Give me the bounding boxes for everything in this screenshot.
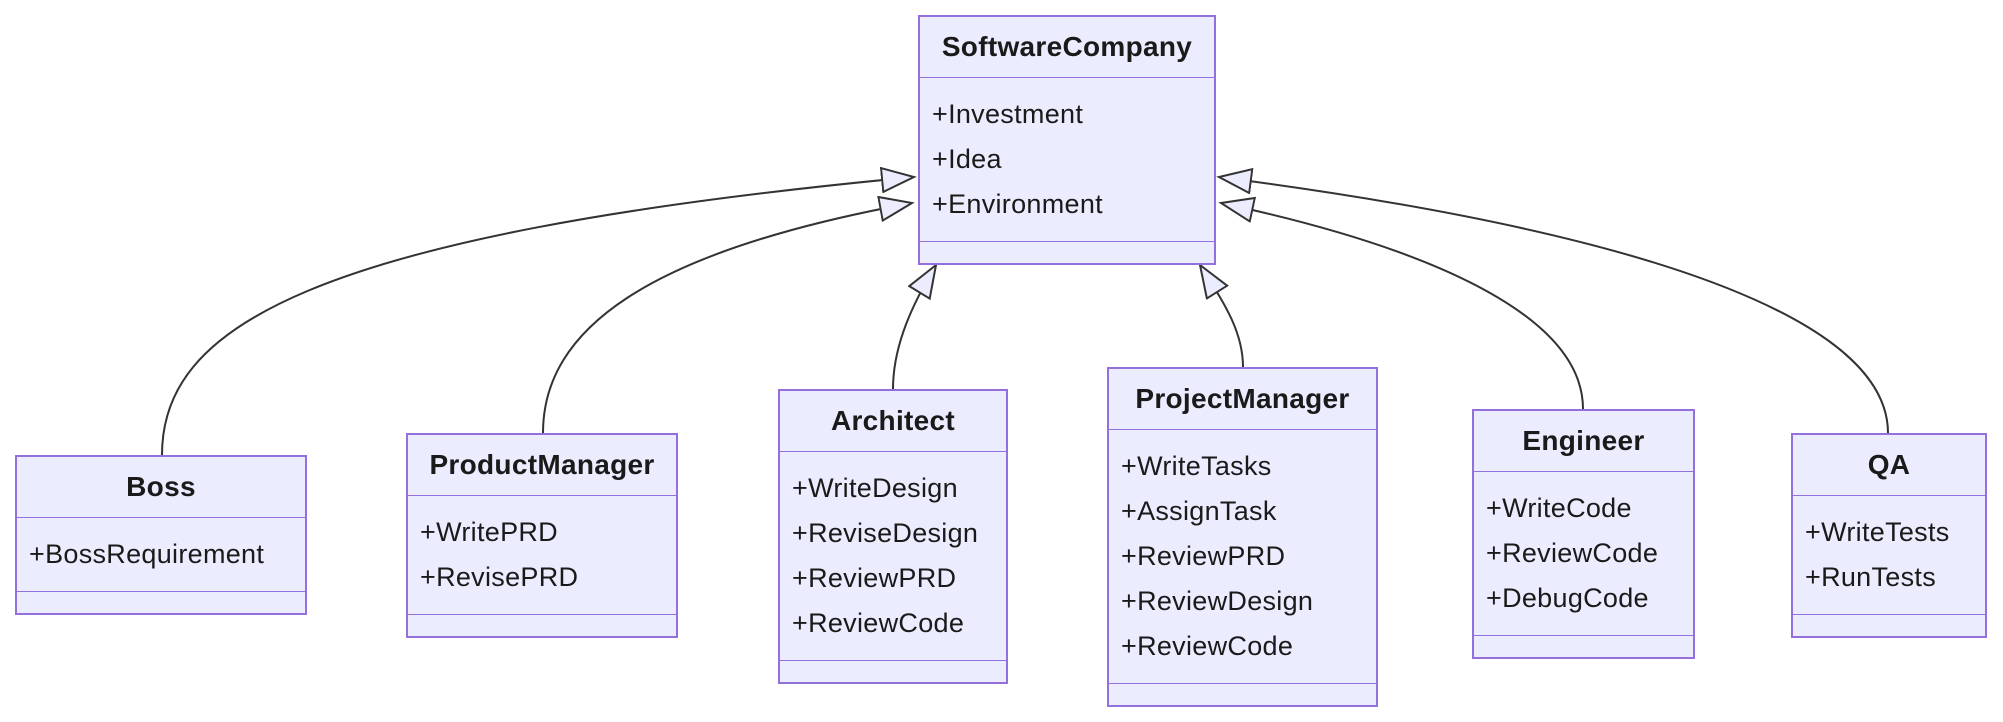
- class-attribute: +RevisePRD: [420, 562, 579, 592]
- class-attribute: +ReviewCode: [1486, 538, 1659, 568]
- class-attributes: +Investment +Idea +Environment: [920, 78, 1214, 242]
- class-attributes: +BossRequirement: [17, 518, 305, 592]
- class-box-boss: Boss +BossRequirement: [15, 455, 307, 615]
- class-methods-empty: [1109, 684, 1376, 705]
- class-attribute: +WriteTasks: [1121, 451, 1272, 481]
- class-attributes: +WriteCode +ReviewCode +DebugCode: [1474, 472, 1693, 636]
- class-attribute: +WriteCode: [1486, 493, 1632, 523]
- class-attribute: +RunTests: [1805, 562, 1937, 592]
- class-attribute: +DebugCode: [1486, 583, 1649, 613]
- class-box-qa: QA +WriteTests +RunTests: [1791, 433, 1987, 638]
- class-title: ProductManager: [408, 435, 676, 496]
- class-title: Engineer: [1474, 411, 1693, 472]
- class-attribute: +Idea: [932, 144, 1002, 174]
- edge-productmanager-to-softwarecompany: [542, 203, 912, 434]
- class-attribute: +ReviewDesign: [1121, 586, 1314, 616]
- edge-architect-to-softwarecompany: [892, 265, 936, 390]
- class-attribute: +ReviewCode: [1121, 631, 1294, 661]
- class-title: Boss: [17, 457, 305, 518]
- class-methods-empty: [1474, 636, 1693, 657]
- class-attribute: +WriteTests: [1805, 517, 1950, 547]
- class-title: ProjectManager: [1109, 369, 1376, 430]
- class-attribute: +ReviewPRD: [1121, 541, 1286, 571]
- class-attribute: +AssignTask: [1121, 496, 1277, 526]
- class-attributes: +WritePRD +RevisePRD: [408, 496, 676, 615]
- class-attribute: +BossRequirement: [29, 539, 265, 569]
- edge-projectmanager-to-softwarecompany: [1200, 265, 1244, 368]
- class-box-product-manager: ProductManager +WritePRD +RevisePRD: [406, 433, 678, 638]
- class-attributes: +WriteDesign +ReviseDesign +ReviewPRD +R…: [780, 452, 1006, 661]
- edge-boss-to-softwarecompany: [161, 177, 914, 456]
- class-methods-empty: [1793, 615, 1985, 636]
- class-attributes: +WriteTests +RunTests: [1793, 496, 1985, 615]
- class-title: QA: [1793, 435, 1985, 496]
- class-attribute: +ReviseDesign: [792, 518, 979, 548]
- class-attribute: +Investment: [932, 99, 1084, 129]
- class-title: SoftwareCompany: [920, 17, 1214, 78]
- edge-engineer-to-softwarecompany: [1221, 203, 1584, 410]
- class-attribute: +ReviewCode: [792, 608, 965, 638]
- class-attributes: +WriteTasks +AssignTask +ReviewPRD +Revi…: [1109, 430, 1376, 684]
- class-methods-empty: [780, 661, 1006, 682]
- class-box-architect: Architect +WriteDesign +ReviseDesign +Re…: [778, 389, 1008, 684]
- class-box-project-manager: ProjectManager +WriteTasks +AssignTask +…: [1107, 367, 1378, 707]
- class-attribute: +WritePRD: [420, 517, 558, 547]
- class-methods-empty: [408, 615, 676, 636]
- class-attribute: +Environment: [932, 189, 1103, 219]
- class-attribute: +WriteDesign: [792, 473, 958, 503]
- class-methods-empty: [17, 592, 305, 613]
- class-title: Architect: [780, 391, 1006, 452]
- edge-qa-to-softwarecompany: [1219, 177, 1889, 434]
- class-box-engineer: Engineer +WriteCode +ReviewCode +DebugCo…: [1472, 409, 1695, 659]
- class-attribute: +ReviewPRD: [792, 563, 957, 593]
- class-methods-empty: [920, 242, 1214, 263]
- class-box-software-company: SoftwareCompany +Investment +Idea +Envir…: [918, 15, 1216, 265]
